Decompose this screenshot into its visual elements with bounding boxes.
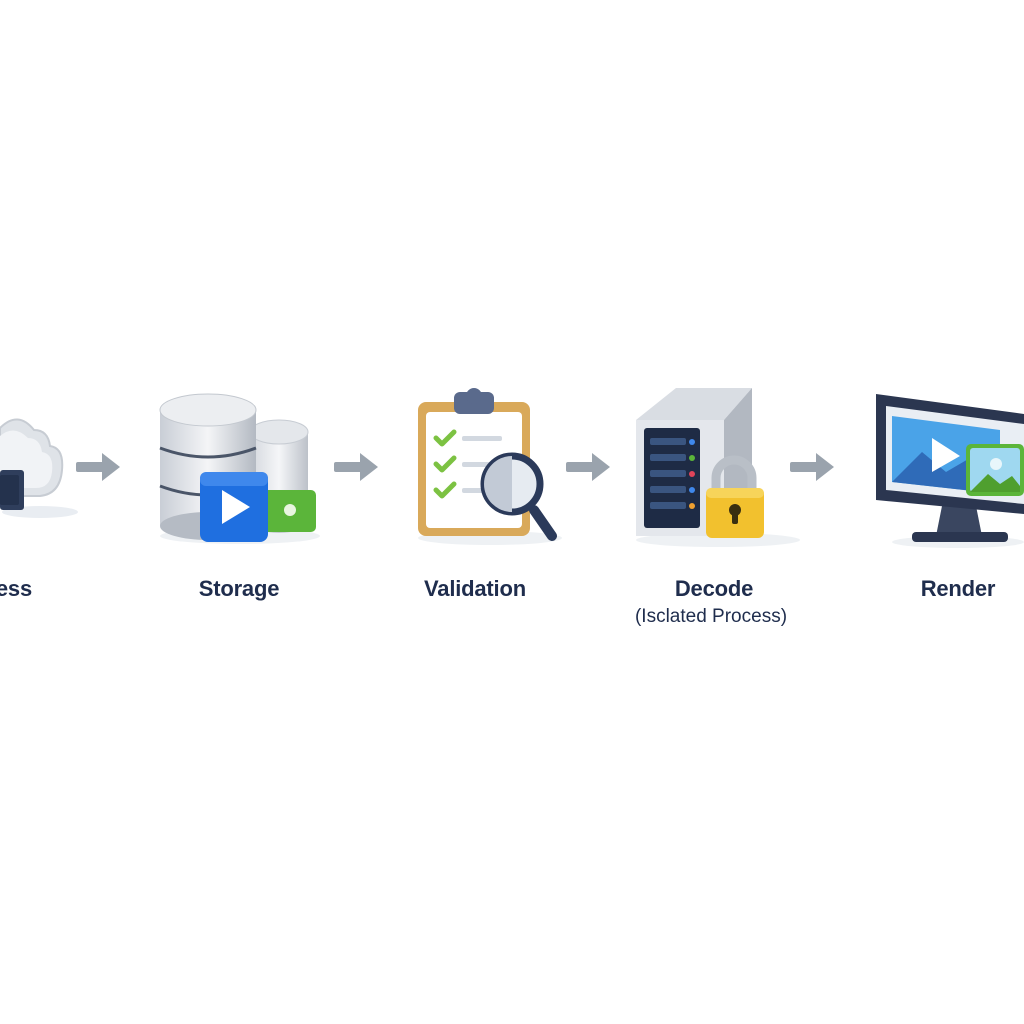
cloud-laptop-icon — [0, 418, 78, 518]
step-label-render: Render — [920, 576, 996, 601]
right-arrow-icon — [790, 453, 834, 481]
server-lock-icon — [636, 388, 800, 547]
right-arrow-icon — [334, 453, 378, 481]
step-label-access: Access — [0, 576, 32, 601]
step-sublabel-decode: (Isclated Process) — [634, 606, 788, 627]
monitor-media-icon — [876, 394, 1024, 548]
step-label-decode: Decode — [674, 576, 754, 601]
database-video-icon — [159, 393, 320, 544]
right-arrow-icon — [76, 453, 120, 481]
right-arrow-icon — [566, 453, 610, 481]
step-label-storage: Storage — [198, 576, 280, 601]
clipboard-magnifier-icon — [418, 388, 562, 545]
step-label-validation: Validation — [424, 576, 526, 601]
